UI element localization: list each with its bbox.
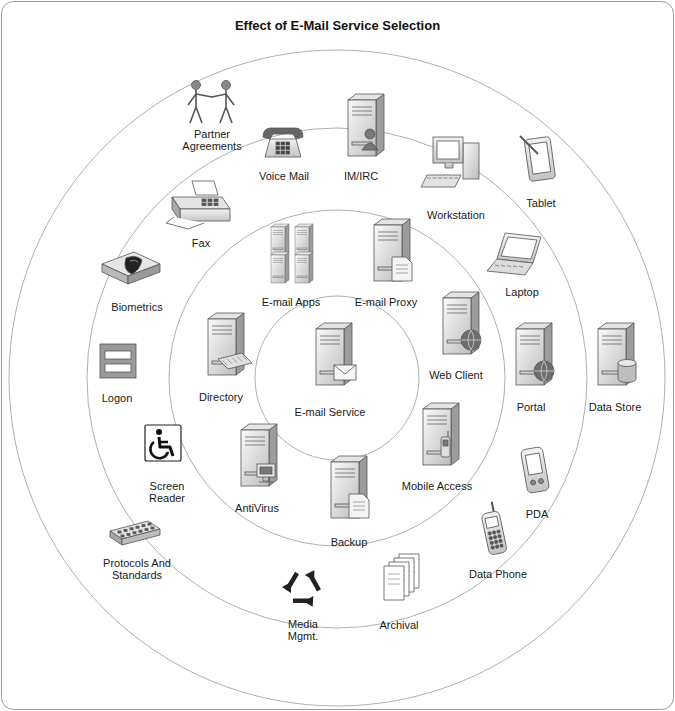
node-label: IM/IRC [344,170,378,182]
people-icon [188,81,234,124]
server-icon [598,323,636,385]
node-label: E-mail Service [295,406,366,418]
node-label: E-mail Apps [262,296,321,308]
node-label: Web Client [429,369,483,381]
icon-node: Data Store [589,401,642,413]
icon-node: Biometrics [111,301,162,313]
icon-node: Partner Agreements [177,128,247,152]
icon-node: PDA [526,508,549,520]
icon-node: Laptop [505,286,539,298]
biometric-icon [102,252,160,284]
outer-ring [9,50,665,706]
connector-icon [110,521,160,545]
node-label: Media Mgmt. [281,618,325,642]
icon-node: Web Client [429,369,483,381]
server-icon [208,313,252,375]
node-label: Biometrics [111,301,162,313]
node-label: Workstation [427,209,485,221]
tablet-icon [520,136,556,182]
server-icon [241,424,277,486]
node-label: Voice Mail [259,170,309,182]
icons [100,81,636,614]
node-label: Screen Reader [140,480,194,504]
node-label: Data Phone [469,568,527,580]
icon-node: E-mail Apps [262,296,321,308]
archival-icon [384,554,419,600]
node-label: Protocols And Standards [95,557,179,581]
icon-node: Data Phone [469,568,527,580]
node-label: Laptop [505,286,539,298]
node-label: Mobile Access [402,480,472,492]
icon-node: Fax [192,237,210,249]
icon-node: E-mail Service [295,406,366,418]
cluster-icon [271,224,313,283]
icon-node: Tablet [526,197,555,209]
icon-node: Media Mgmt. [281,618,325,642]
icon-node: E-mail Proxy [355,296,417,308]
inner-ring [255,296,419,460]
server-icon [423,403,459,465]
icon-node: Protocols And Standards [95,557,179,581]
icon-node: Mobile Access [402,480,472,492]
rings [9,50,665,706]
recycle-icon [282,567,326,613]
node-label: Archival [379,619,418,631]
icon-node: Archival [379,619,418,631]
wheelchair-icon [145,425,181,461]
node-label: Portal [517,401,546,413]
node-label: PDA [526,508,549,520]
pda-icon [520,446,549,493]
server-icon [374,219,412,281]
dataphone-icon [479,501,507,556]
icon-node: Backup [331,536,368,548]
icon-node: Directory [199,391,243,403]
node-label: Directory [199,391,243,403]
server-icon [516,323,554,385]
second-ring [169,210,505,546]
node-label: Partner Agreements [177,128,247,152]
node-label: E-mail Proxy [355,296,417,308]
node-label: Data Store [589,401,642,413]
server-icon [443,292,481,354]
icon-node: Portal [517,401,546,413]
server-icon [316,323,356,385]
node-label: AntiVirus [235,502,279,514]
icon-node: AntiVirus [235,502,279,514]
deskphone-icon [263,128,303,157]
icon-node: Logon [102,392,133,404]
node-label: Tablet [526,197,555,209]
node-label: Logon [102,392,133,404]
server-icon [348,94,384,156]
third-ring [87,128,587,628]
node-label: Backup [331,536,368,548]
workstation-icon [421,137,479,187]
fax-icon [166,181,230,229]
diagram-title: Effect of E-Mail Service Selection [0,18,675,33]
icon-node: IM/IRC [344,170,378,182]
icon-node: Screen Reader [140,480,194,504]
server-icon [331,456,369,518]
icon-node: Workstation [427,209,485,221]
laptop-icon [487,233,541,275]
logon-icon [100,344,136,378]
icon-node: Voice Mail [259,170,309,182]
node-label: Fax [192,237,210,249]
